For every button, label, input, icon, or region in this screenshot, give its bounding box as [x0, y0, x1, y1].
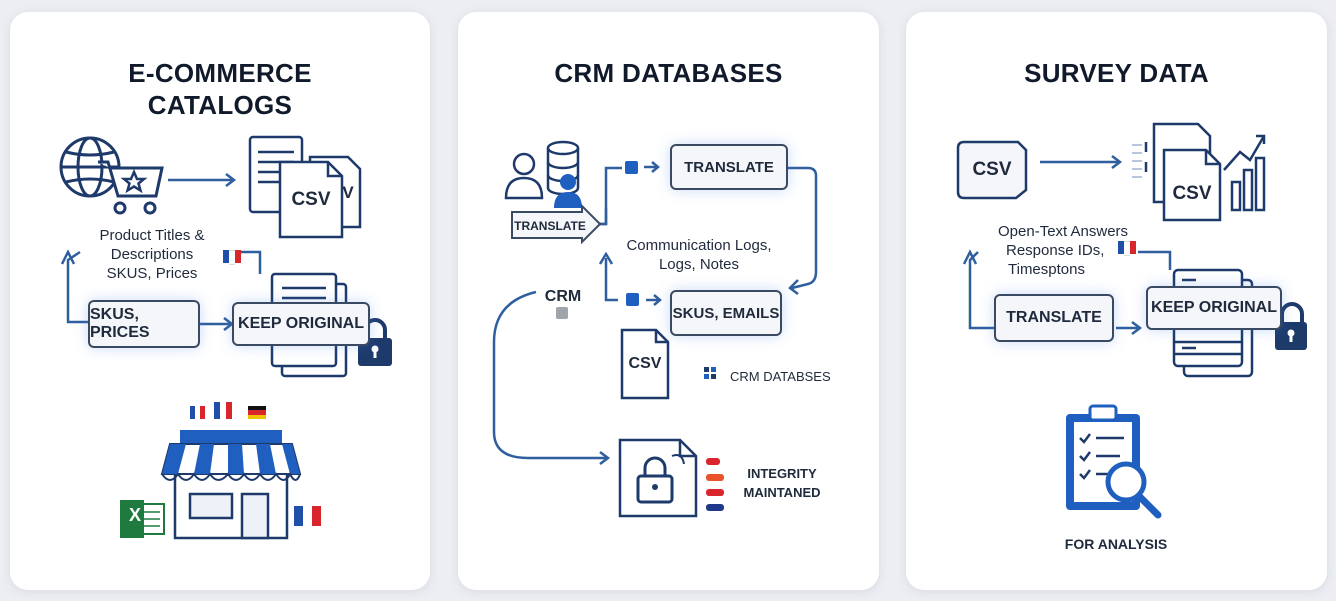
survey-fields-line1: Open-Text Answers	[998, 223, 1129, 240]
ecommerce-title-line2: CATALOGS	[147, 90, 293, 120]
lock-icon	[636, 456, 674, 504]
keep-original-box: KEEP ORIGINAL	[232, 302, 370, 346]
ecommerce-panel: E-COMMERCE CATALOGS	[10, 12, 430, 590]
document-icon	[248, 135, 362, 239]
person-icon	[504, 152, 544, 200]
color-swatch	[706, 458, 720, 465]
flag-icon	[294, 506, 321, 526]
ecommerce-graphics	[59, 135, 392, 540]
excel-letter: X	[128, 505, 141, 525]
clipboard-icon	[1066, 404, 1140, 510]
integrity-line2: MAINTANED	[743, 485, 821, 500]
database-icon	[704, 367, 716, 379]
comm-line1: Communication Logs,	[626, 237, 772, 254]
crm-db-label: CRM DATABSES	[730, 369, 831, 384]
flag-icon	[190, 406, 205, 419]
for-analysis-label: FOR ANALYSIS	[1064, 536, 1168, 552]
crm-title: CRM DATABASES	[554, 58, 783, 88]
excel-icon	[120, 500, 165, 538]
document-icon	[956, 140, 1028, 200]
crm-label: CRM	[544, 288, 582, 305]
flag-icon	[248, 406, 266, 419]
fields-line3: SKUS, Prices	[106, 265, 198, 282]
crm-panel: CRM DATABASES	[458, 12, 879, 590]
survey-fields-line2: Response IDs,	[1006, 242, 1105, 259]
bar-chart-icon	[1223, 134, 1266, 212]
csv-label: CSV	[628, 355, 662, 372]
document-icon	[1144, 122, 1222, 222]
skus-prices-box: SKUS, PRICES	[88, 300, 200, 348]
translate-box: TRANSLATE	[670, 144, 788, 190]
translate-tag: TRANSLATE	[514, 219, 586, 233]
fields-line1: Product Titles &	[99, 227, 205, 244]
keep-original-box: KEEP ORIGINAL	[1146, 286, 1282, 330]
magnifier-icon	[1105, 461, 1162, 519]
csv-label: CSV	[291, 189, 331, 210]
skus-emails-box: SKUS, EMAILS	[670, 290, 782, 336]
flag-icon	[1118, 241, 1136, 256]
survey-fields-line3: Timesptons	[1008, 261, 1085, 278]
lock-icon	[1275, 302, 1307, 350]
translate-box: TRANSLATE	[994, 294, 1114, 342]
fields-line2: Descriptions	[110, 246, 194, 263]
comm-line2: Logs, Notes	[658, 256, 740, 273]
color-swatch	[706, 504, 724, 511]
shopping-cart-icon	[98, 160, 164, 215]
survey-panel: SURVEY DATA	[906, 12, 1327, 590]
integrity-line1: INTEGRITY	[747, 466, 817, 481]
color-swatch	[706, 489, 724, 496]
flag-icon	[223, 250, 241, 265]
color-swatch	[706, 474, 724, 481]
crm-graphics	[492, 140, 818, 518]
flag-icon	[214, 402, 232, 419]
document-icon	[620, 328, 670, 400]
ecommerce-title-line1: E-COMMERCE	[128, 58, 312, 88]
storefront-icon	[160, 430, 302, 540]
csv-right-label: CSV	[1172, 183, 1212, 204]
survey-title: SURVEY DATA	[1024, 58, 1209, 88]
csv-left-label: CSV	[972, 159, 1012, 180]
csv-back-letter: V	[342, 183, 354, 202]
